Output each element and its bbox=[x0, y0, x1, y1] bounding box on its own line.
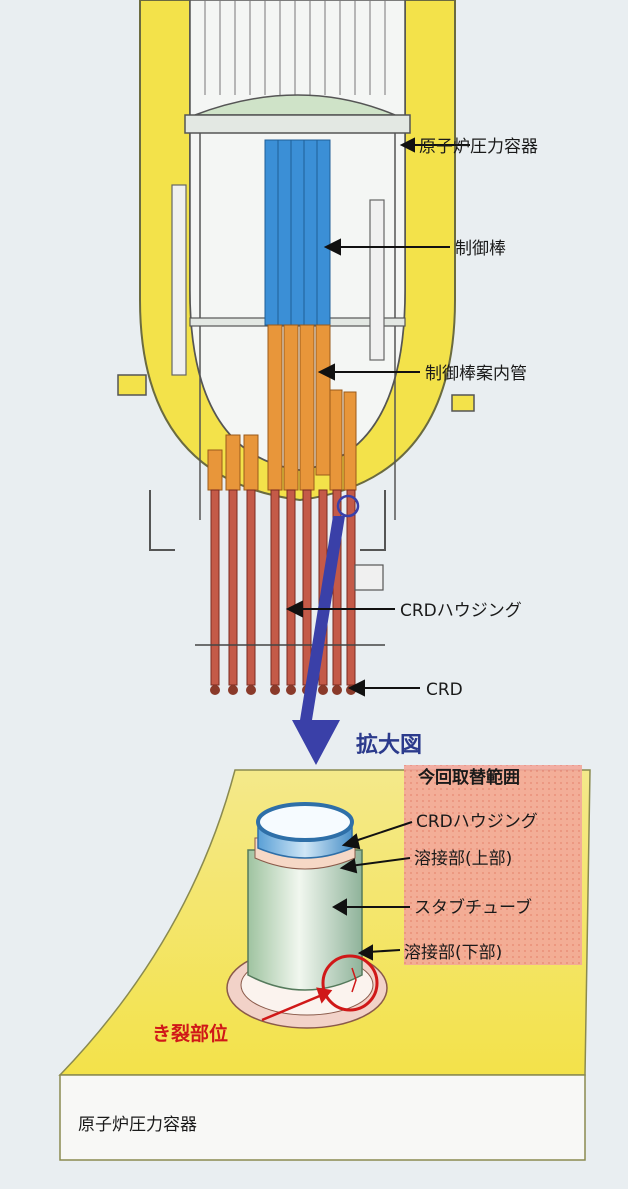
label-stub-tube: スタブチューブ bbox=[414, 897, 532, 918]
label-crd-housing-top: CRDハウジング bbox=[400, 601, 522, 621]
label-enlarged-view: 拡大図 bbox=[356, 733, 422, 758]
vessel-floor-side bbox=[59, 1074, 586, 1161]
control-rod-guide-tubes bbox=[207, 324, 357, 491]
nozzle-left bbox=[117, 374, 147, 396]
upper-grid bbox=[184, 114, 411, 134]
shroud-head bbox=[194, 94, 396, 116]
stub-tube bbox=[247, 849, 363, 991]
enlarged-view-arrow bbox=[292, 516, 345, 765]
leader-lines-top bbox=[285, 137, 470, 697]
label-crd-housing-detail: CRDハウジング bbox=[416, 812, 538, 832]
label-rpv-top: 原子炉圧力容器 bbox=[419, 137, 538, 157]
label-crd: CRD bbox=[426, 680, 463, 700]
enlarged-view bbox=[58, 765, 591, 1161]
replacement-range-area bbox=[404, 765, 582, 965]
label-crack-location: き裂部位 bbox=[152, 1022, 228, 1045]
label-control-rod: 制御棒 bbox=[455, 239, 506, 259]
label-guide-tube: 制御棒案内管 bbox=[425, 364, 527, 384]
nozzle-right bbox=[451, 394, 475, 412]
crack-arrow bbox=[261, 987, 333, 1022]
crd-units bbox=[210, 685, 356, 695]
label-replacement-range: 今回取替範囲 bbox=[418, 767, 520, 788]
leader-lines-bottom bbox=[332, 821, 413, 961]
crack-circle bbox=[321, 954, 379, 1012]
label-rpv-bottom: 原子炉圧力容器 bbox=[78, 1115, 197, 1135]
label-weld-upper: 溶接部(上部) bbox=[414, 849, 512, 869]
control-rods bbox=[264, 139, 331, 326]
label-weld-lower: 溶接部(下部) bbox=[404, 943, 502, 963]
weld-location-marker bbox=[336, 494, 360, 518]
